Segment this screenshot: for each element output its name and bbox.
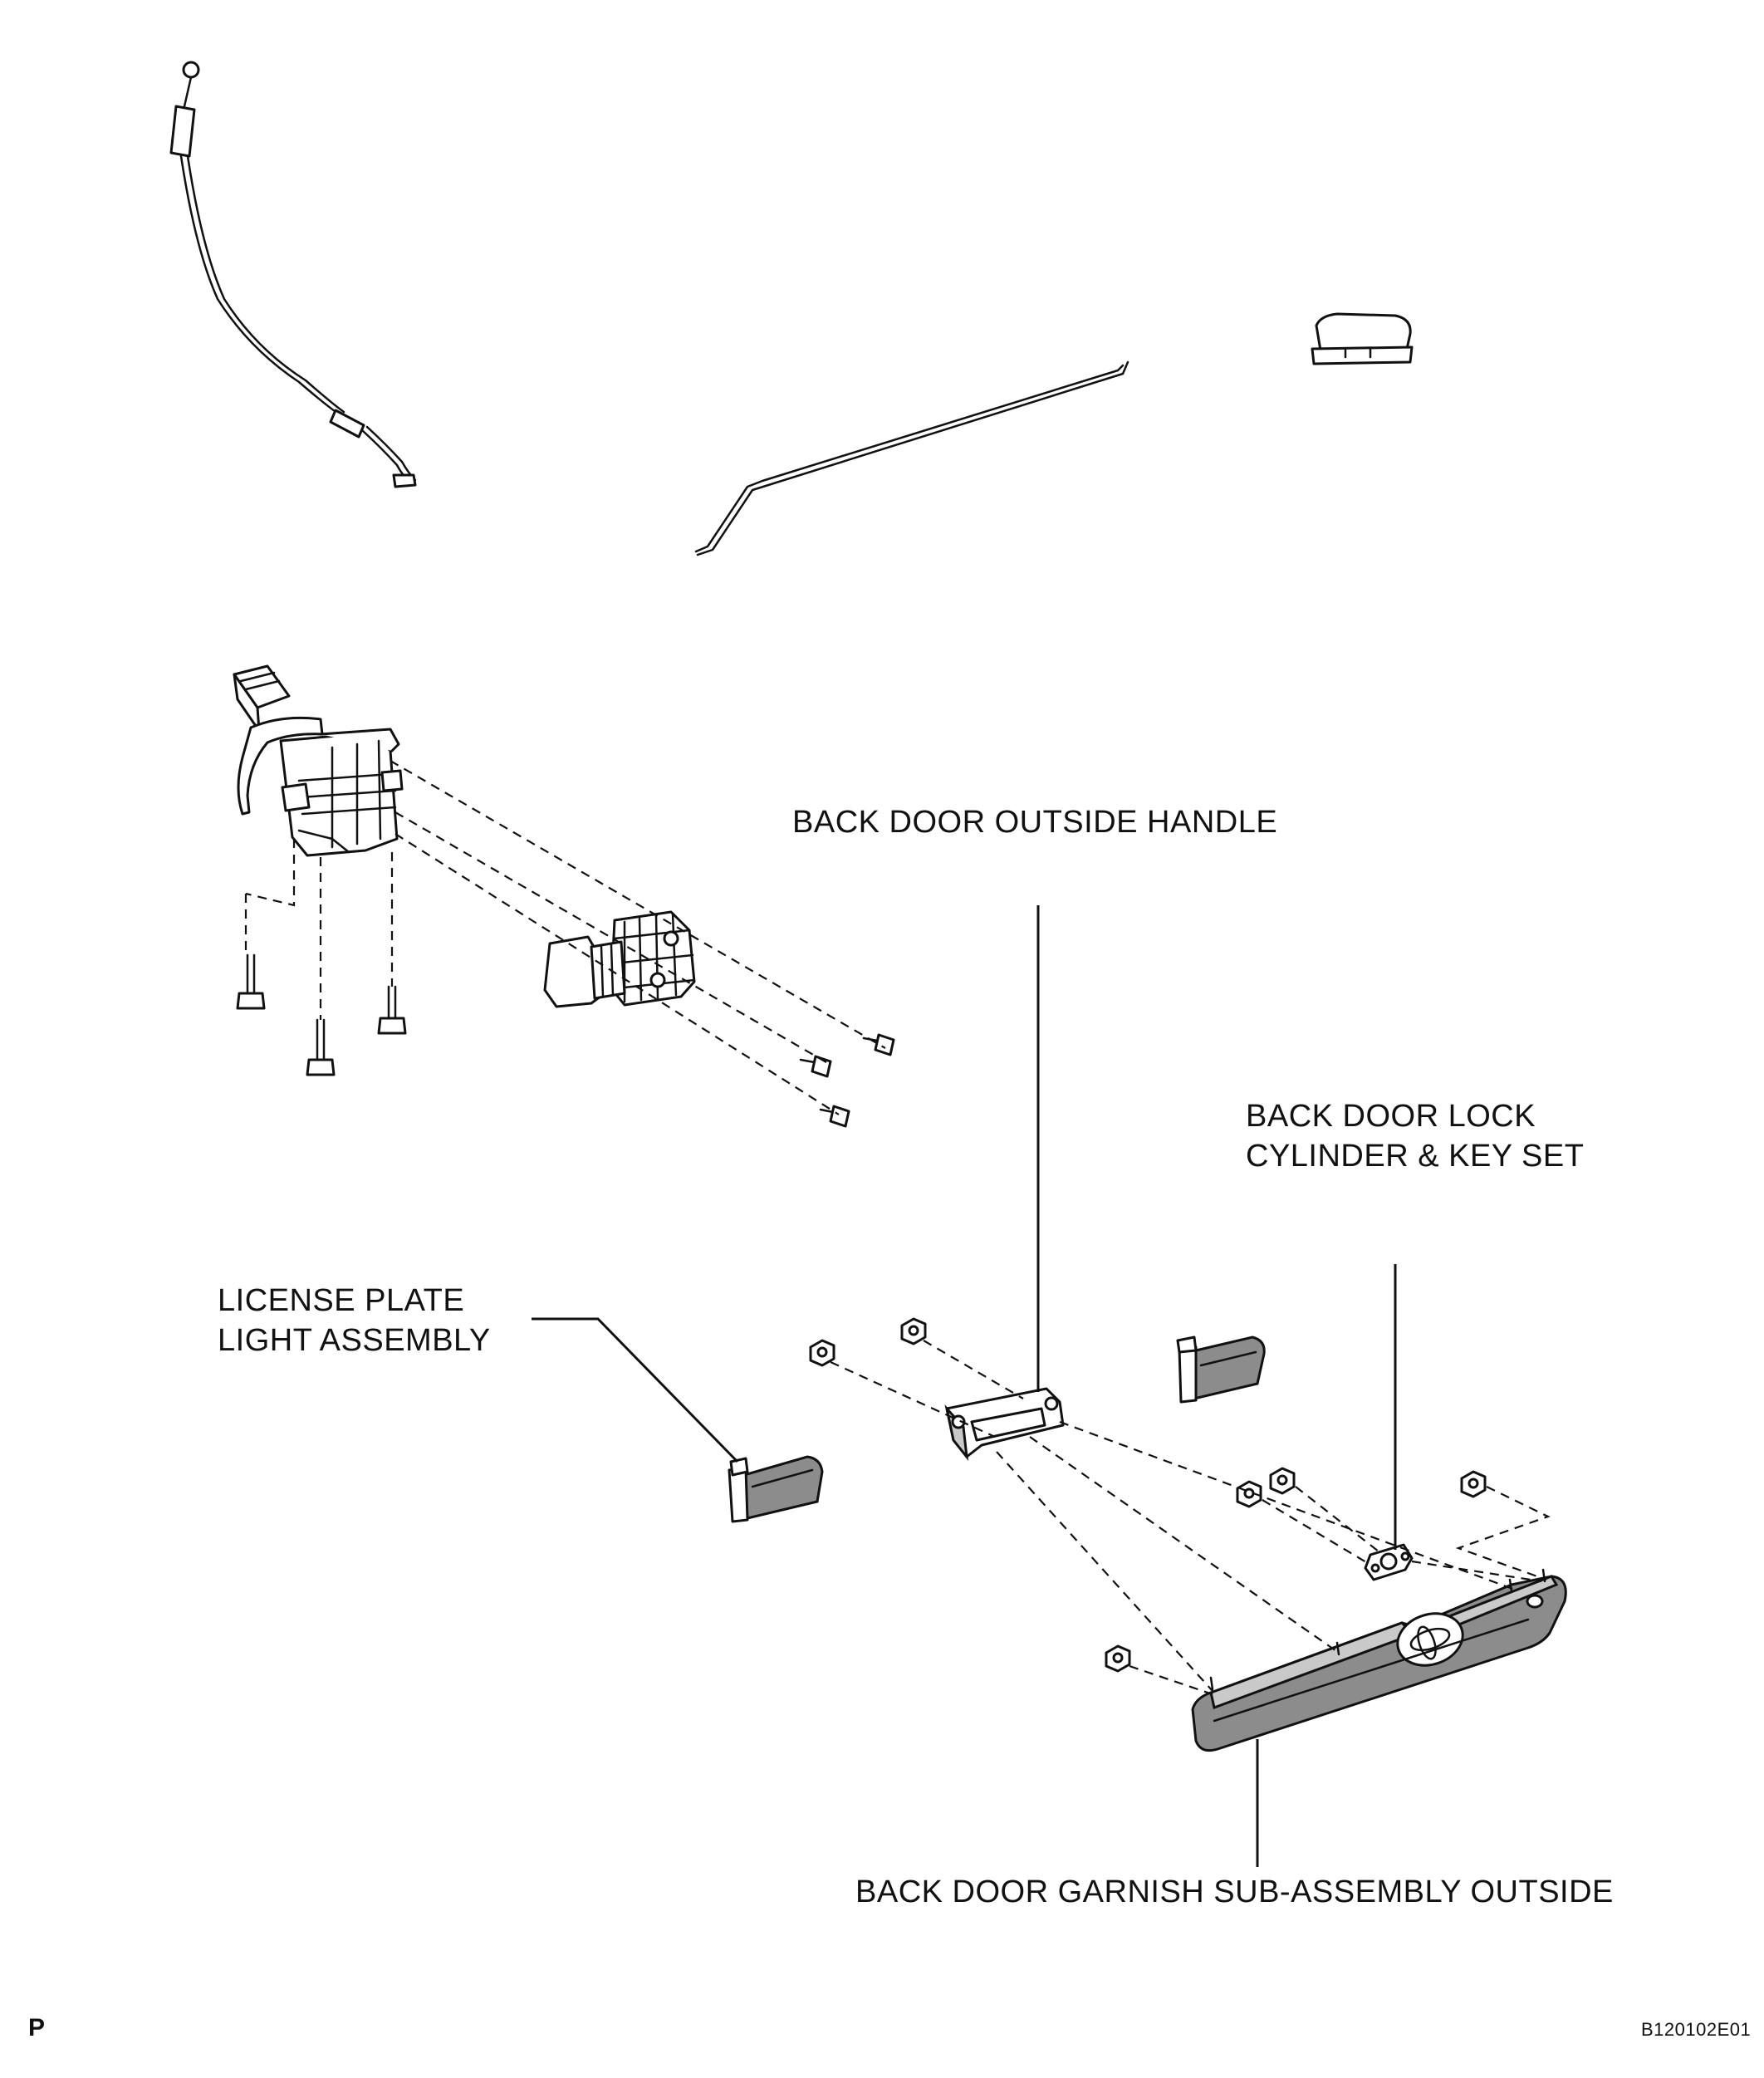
lock-cylinder-part [1364, 1543, 1414, 1581]
nut [1236, 1480, 1262, 1508]
screw [862, 1033, 895, 1056]
bolt-group-left [236, 953, 407, 1076]
screw-group [799, 1033, 895, 1128]
assembly-lines-upper [244, 760, 886, 1115]
back-door-garnish-part [1191, 1568, 1567, 1752]
nut-group [809, 1317, 1487, 1673]
label-license-light-line2: LIGHT ASSEMBLY [218, 1323, 491, 1358]
back-door-lock-assembly [233, 664, 404, 857]
screw [819, 1105, 850, 1128]
door-lock-actuator [543, 910, 696, 1008]
assembly-lines-lower [830, 1340, 1551, 1696]
label-garnish: BACK DOOR GARNISH SUB-ASSEMBLY OUTSIDE [855, 1872, 1614, 1912]
label-lock-cylinder-line2: CYLINDER & KEY SET [1246, 1139, 1585, 1174]
nut [900, 1317, 927, 1345]
label-outside-handle: BACK DOOR OUTSIDE HANDLE [792, 802, 1277, 842]
license-plate-light-left [728, 1455, 824, 1523]
label-lock-cylinder-line1: BACK DOOR LOCK [1246, 1099, 1536, 1134]
control-cable [169, 61, 417, 488]
nut [1460, 1470, 1487, 1498]
outside-handle-part [944, 1387, 1065, 1461]
nut [1105, 1644, 1131, 1673]
lock-rod [694, 360, 1129, 556]
bolt [306, 1018, 336, 1076]
rubber-cap [1311, 312, 1414, 365]
nut [1269, 1467, 1296, 1495]
nut [809, 1339, 835, 1367]
figure-code: B120102E01 [1641, 2019, 1752, 2040]
label-garnish-text: BACK DOOR GARNISH SUB-ASSEMBLY OUTSIDE [855, 1875, 1614, 1909]
bolt [236, 953, 266, 1010]
label-lock-cylinder: BACK DOOR LOCK CYLINDER & KEY SET [1246, 1096, 1584, 1176]
leader-lines [532, 905, 1397, 1867]
leader-license-light [532, 1317, 739, 1463]
corner-mark: P [28, 2014, 46, 2041]
label-license-light: LICENSE PLATE LIGHT ASSEMBLY [218, 1281, 491, 1360]
bolt [377, 985, 407, 1035]
label-license-light-line1: LICENSE PLATE [218, 1283, 465, 1318]
screw [799, 1055, 832, 1078]
label-outside-handle-text: BACK DOOR OUTSIDE HANDLE [792, 805, 1278, 840]
license-plate-light-right [1176, 1336, 1266, 1404]
